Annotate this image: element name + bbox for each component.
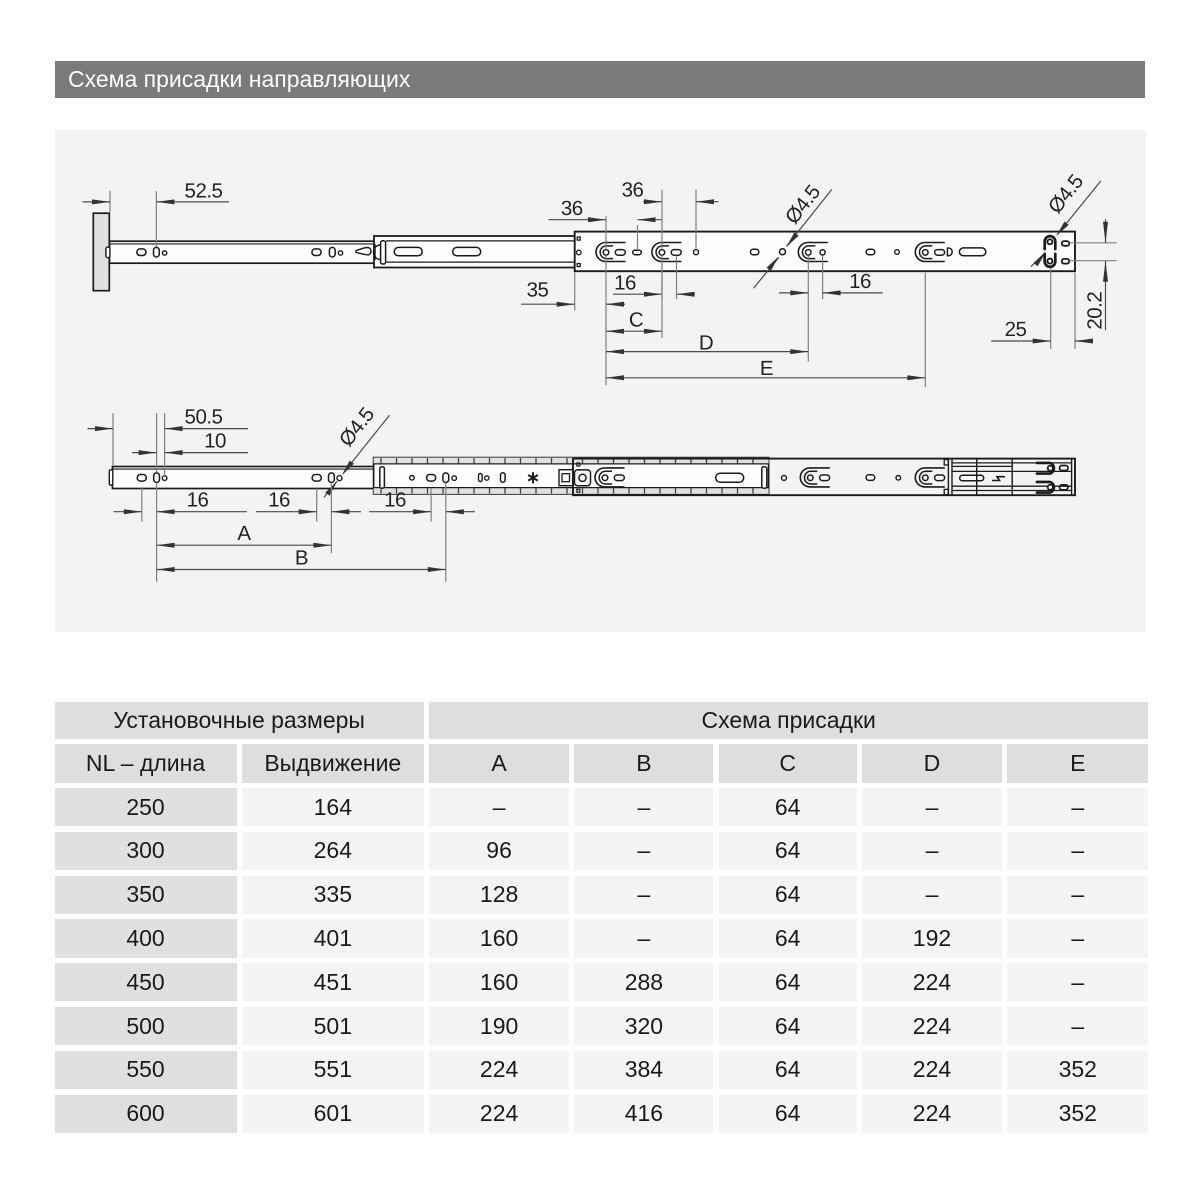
svg-text:Ø4.5: Ø4.5 xyxy=(335,403,379,451)
svg-text:50.5: 50.5 xyxy=(185,405,223,428)
svg-text:16: 16 xyxy=(384,488,406,511)
svg-text:16: 16 xyxy=(614,271,636,294)
svg-text:36: 36 xyxy=(561,197,583,220)
svg-text:B: B xyxy=(295,546,308,569)
svg-text:16: 16 xyxy=(187,488,209,511)
svg-text:E: E xyxy=(760,357,773,380)
svg-text:A: A xyxy=(237,522,251,545)
svg-text:52.5: 52.5 xyxy=(185,179,223,202)
svg-text:10: 10 xyxy=(204,429,226,452)
svg-text:25: 25 xyxy=(1005,318,1027,341)
svg-text:35: 35 xyxy=(527,278,549,301)
svg-text:Ø4.5: Ø4.5 xyxy=(781,181,825,229)
svg-text:C: C xyxy=(629,308,644,331)
svg-text:36: 36 xyxy=(622,178,644,201)
svg-text:20.2: 20.2 xyxy=(1084,291,1107,329)
svg-text:Ø4.5: Ø4.5 xyxy=(1044,170,1088,218)
svg-text:D: D xyxy=(699,331,713,354)
svg-text:16: 16 xyxy=(268,488,290,511)
svg-text:16: 16 xyxy=(849,270,871,293)
